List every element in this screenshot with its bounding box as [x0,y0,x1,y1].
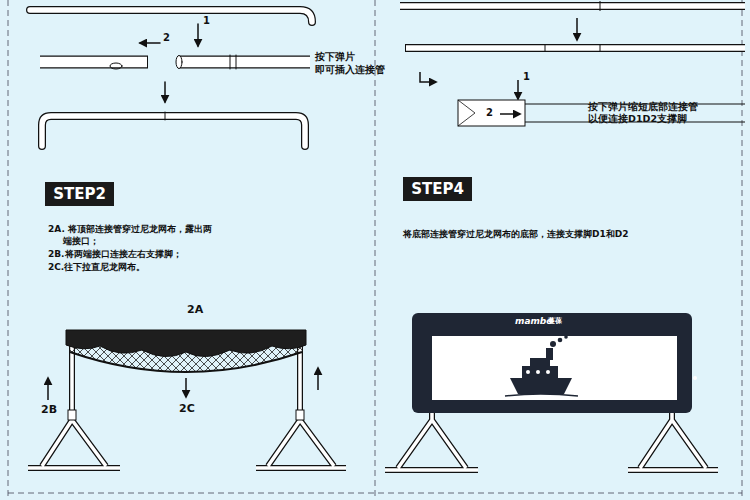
callout-number: 1 [203,14,210,27]
instruction-note: 按下弹片 即可插入连接管 [315,50,373,76]
callout-label: 2C [179,402,195,416]
ship-icon [505,335,578,396]
step-title: STEP2 [53,185,106,203]
step-title: STEP4 [411,180,464,198]
tube-drawing [30,10,312,146]
bed-rail-assembled [385,313,718,470]
callout-number: 1 [523,70,530,83]
tube-drawing [400,1,745,126]
callout-number: 2 [486,106,493,119]
step-instruction: 2A. 将顶部连接管穿过尼龙网布，露出两 端接口； [48,224,243,247]
callout-label: 2B [41,403,57,417]
step-instruction: 2C.往下拉直尼龙网布。 [48,262,268,274]
step-instruction: 2B.将两端接口连接左右支撑脚； [48,249,268,261]
step-badge: STEP2 [45,182,114,206]
brand-logo: 蔓葆 [548,317,562,326]
step-instruction: 将底部连接管穿过尼龙网布的底部，连接支撑脚D1和D2 [403,229,733,241]
bed-rail-frame [28,330,346,468]
instruction-note: 按下弹片缩短底部连接管 以便连接D1D2支撑脚 [588,101,708,126]
callout-number: 2 [163,31,170,44]
step-badge: STEP4 [403,177,472,201]
dashed-border [8,0,742,500]
brand-logo: mambo [515,316,552,328]
callout-label: 2A [187,303,203,317]
